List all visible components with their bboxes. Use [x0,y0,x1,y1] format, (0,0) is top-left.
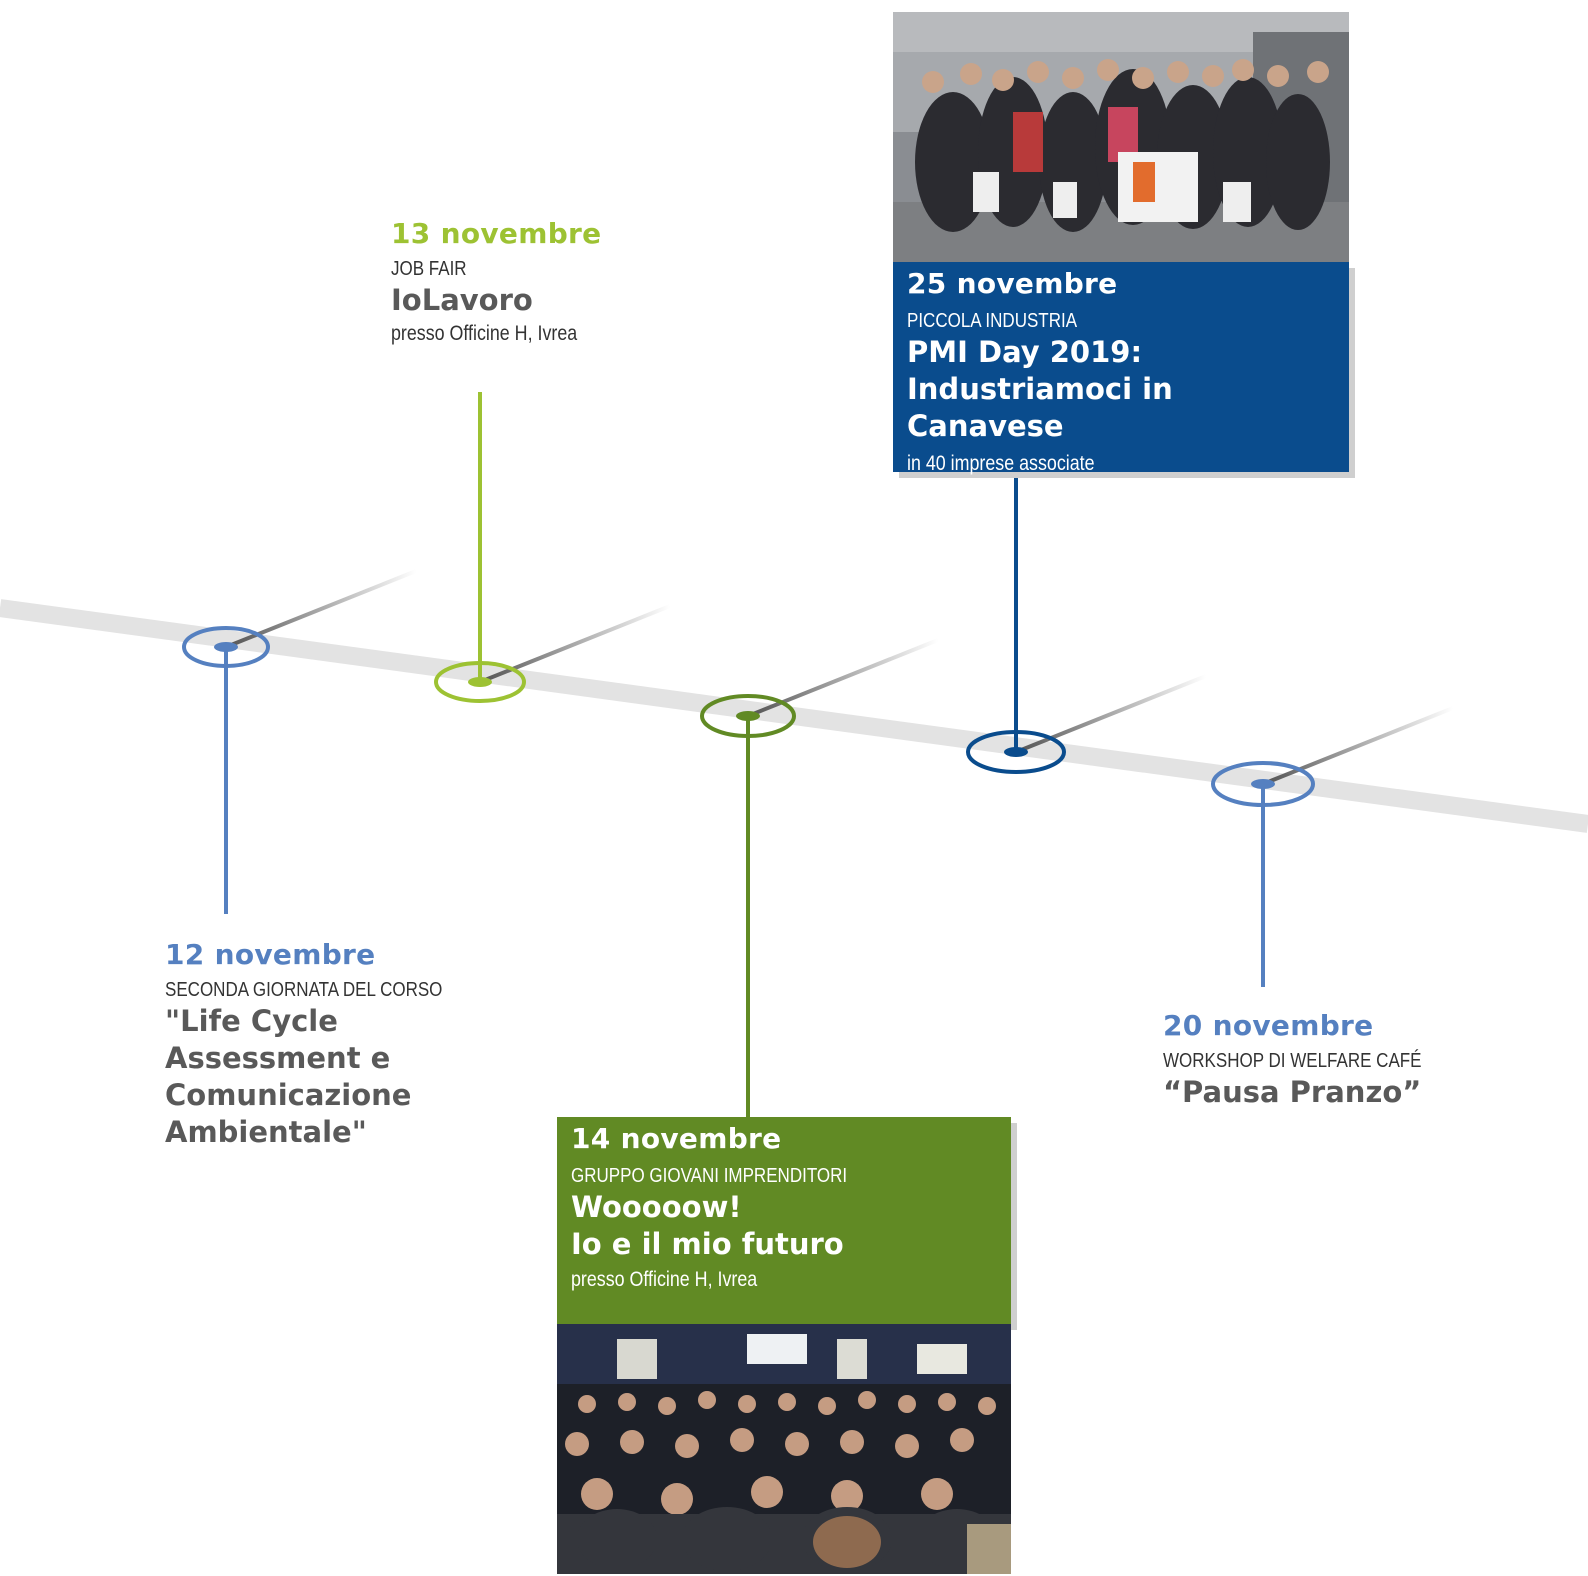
marker-e25 [966,472,1207,774]
marker-dot [1251,779,1275,789]
marker-dot [1004,747,1028,757]
event-date: 13 novembre [391,217,602,250]
event-category: PICCOLA INDUSTRIA [907,310,1078,332]
event-13-novembre: 13 novembre JOB FAIR IoLavoro presso Off… [391,216,751,349]
event-location: presso Officine H, Ivrea [391,322,578,345]
marker-pin-stick [747,638,939,718]
event-location: in 40 imprese associate [907,452,1095,475]
event-location: presso Officine H, Ivrea [571,1268,758,1291]
marker-ring [700,694,796,738]
marker-e20 [1211,706,1454,987]
marker-pin-stick [1015,674,1207,754]
event-category: JOB FAIR [391,258,467,280]
event-title: "Life Cycle Assessment e Comunicazione A… [165,1004,412,1149]
event-14-novembre: 14 novembre GRUPPO GIOVANI IMPRENDITORI … [557,1117,1011,1324]
marker-ring [434,661,526,703]
event-20-novembre: 20 novembre WORKSHOP DI WELFARE CAFÉ “Pa… [1163,1008,1543,1111]
marker-e12 [182,569,417,914]
marker-ring [1211,761,1315,807]
marker-dot [468,677,492,687]
conference-audience-photo [557,1324,1011,1574]
event-title: Wooooow! Io e il mio futuro [571,1190,844,1261]
event-date: 20 novembre [1163,1009,1374,1042]
marker-pin-stick [225,569,417,649]
event-title: PMI Day 2019: Industriamoci in Canavese [907,335,1173,443]
event-category: GRUPPO GIOVANI IMPRENDITORI [571,1165,848,1187]
marker-ring [966,730,1066,774]
event-date: 14 novembre [571,1122,782,1155]
event-12-novembre: 12 novembre SECONDA GIORNATA DEL CORSO "… [165,937,525,1151]
event-date: 25 novembre [907,267,1118,300]
event-title: “Pausa Pranzo” [1163,1075,1422,1109]
marker-pin-stick [1262,706,1454,786]
marker-e14 [700,638,939,1117]
marker-dot [214,642,238,652]
group-of-students-photo [893,12,1349,262]
marker-dot [736,711,760,721]
marker-e13 [434,392,671,703]
marker-ring [182,626,270,668]
event-category: WORKSHOP DI WELFARE CAFÉ [1163,1050,1422,1072]
event-25-novembre: 25 novembre PICCOLA INDUSTRIA PMI Day 20… [893,262,1349,475]
event-date: 12 novembre [165,938,376,971]
marker-pin-stick [479,604,671,684]
event-title: IoLavoro [391,283,533,317]
event-category: SECONDA GIORNATA DEL CORSO [165,979,443,1001]
